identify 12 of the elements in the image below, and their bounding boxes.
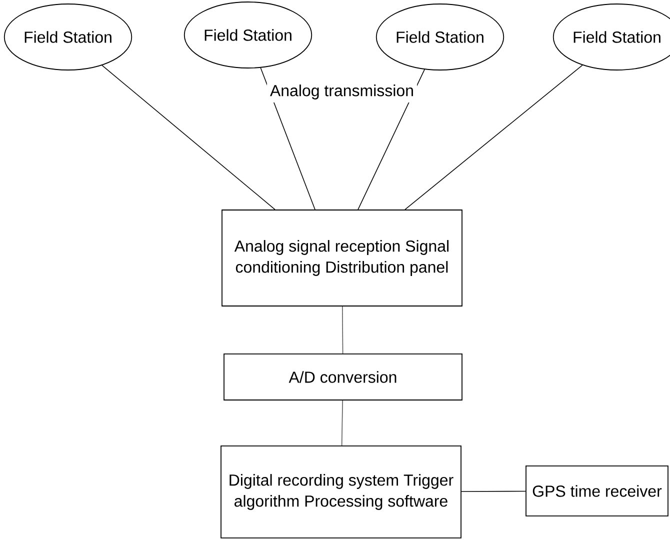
process-box: GPS time receiver	[526, 466, 668, 516]
connector-line	[358, 69, 425, 210]
process-box: Analog signal reception Signal conditioning Distribution panel	[222, 210, 462, 306]
process-box: A/D conversion	[224, 354, 462, 400]
connector-line	[404, 64, 583, 210]
connector-line	[341, 400, 343, 446]
process-box: Digital recording system Trigger algorithm Processing software	[220, 446, 462, 538]
label-text: Analog transmission	[266, 82, 418, 102]
connector-line	[102, 64, 276, 210]
connector-line	[461, 490, 526, 492]
connector-line	[260, 67, 316, 210]
connector-line	[342, 306, 344, 354]
